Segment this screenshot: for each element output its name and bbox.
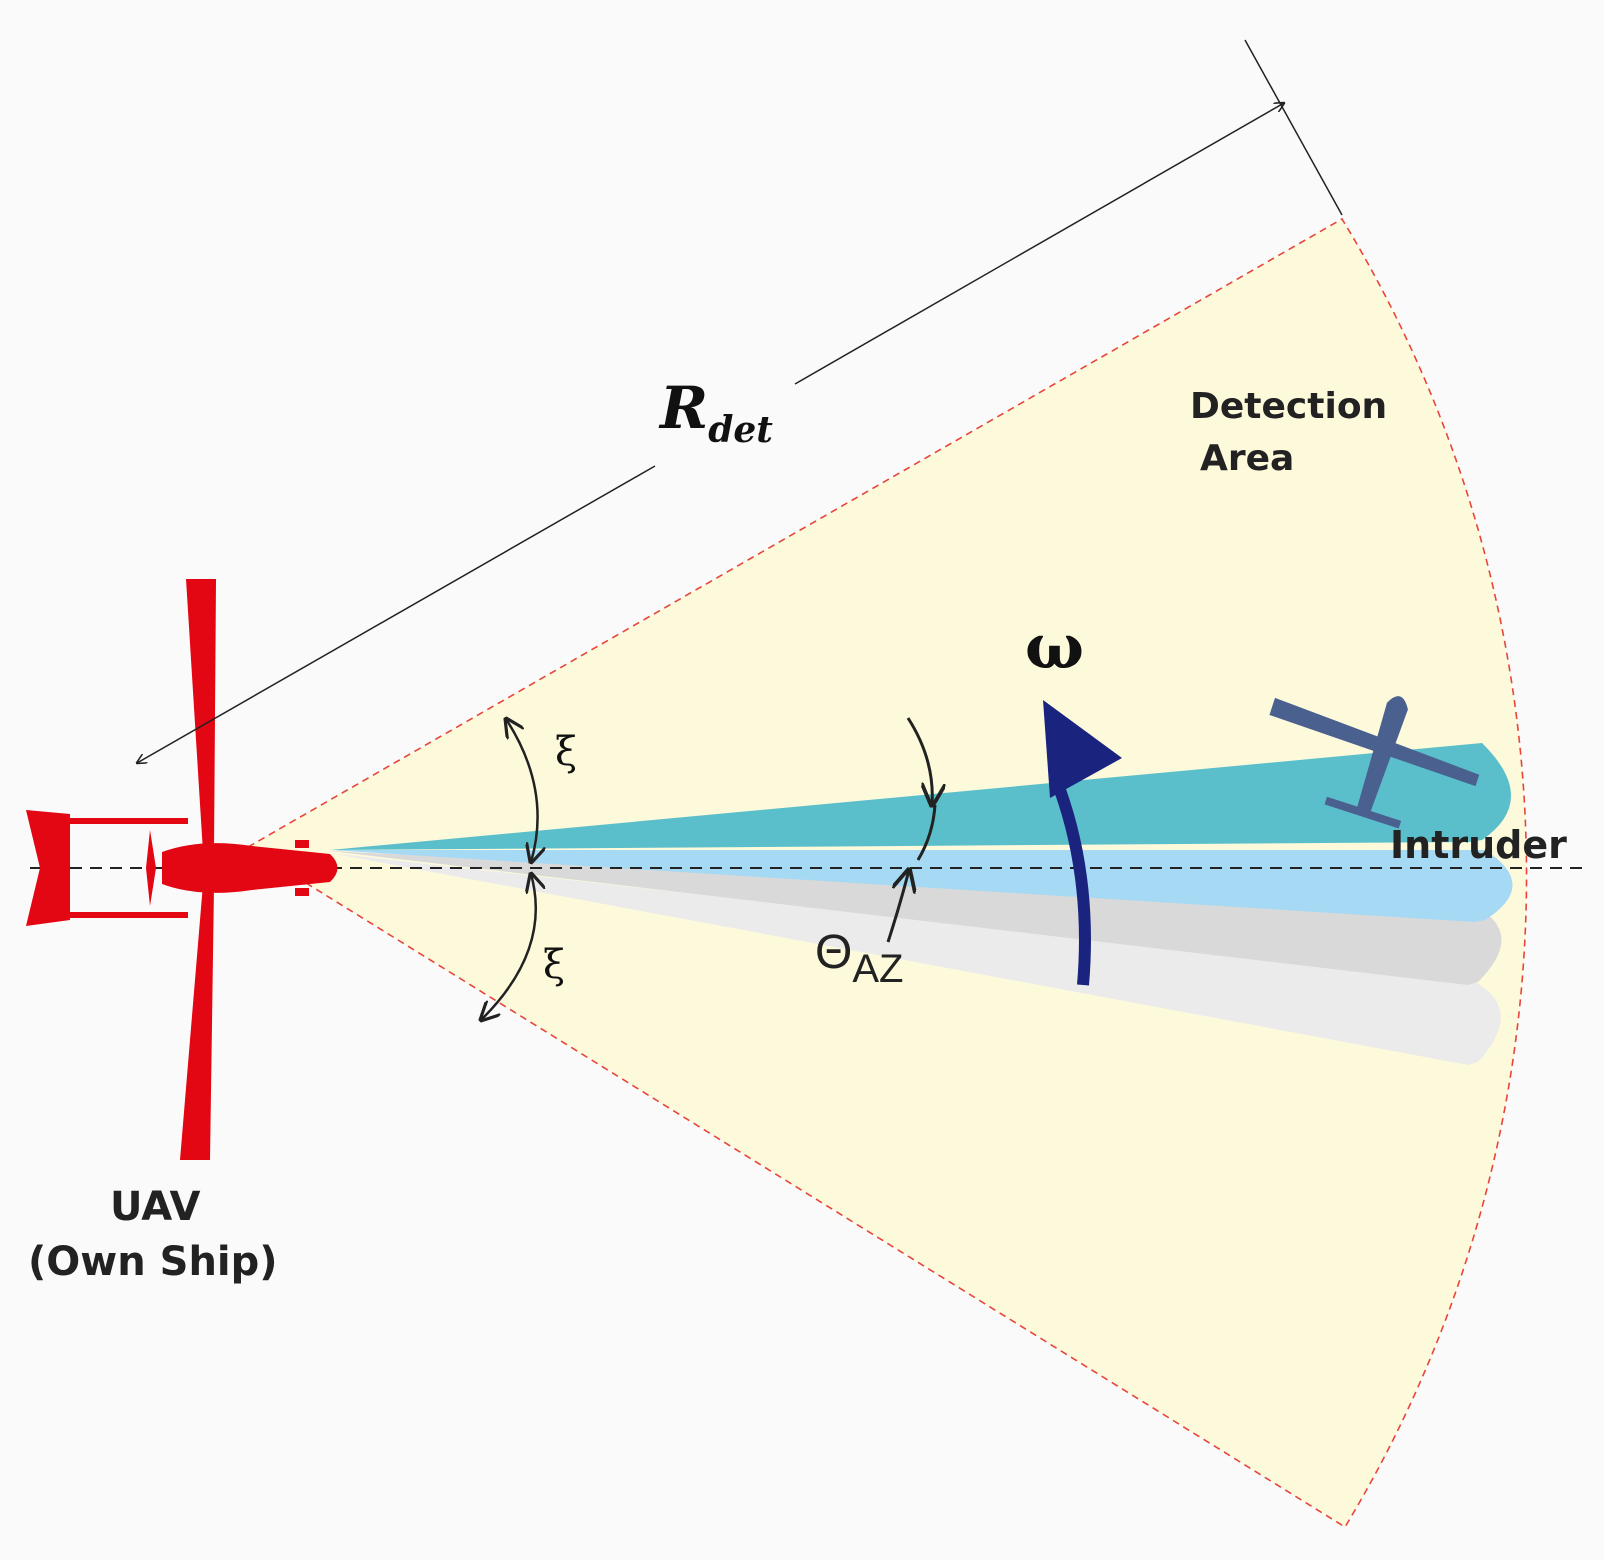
range-label: Rdet	[658, 374, 773, 451]
xi-half-angle-arcs	[481, 719, 538, 1020]
own-ship-uav-icon	[26, 579, 338, 1160]
detection-area-label-line2: Area	[1200, 438, 1294, 479]
omega-label: ω	[1025, 610, 1084, 683]
intruder-label: Intruder	[1390, 823, 1567, 867]
theta-az-angle-arrows	[886, 717, 935, 943]
beam-past-position-2	[330, 853, 1501, 1065]
uav-label-line2: (Own Ship)	[28, 1239, 278, 1285]
theta-az-label: ΘAZ	[815, 926, 903, 991]
xi-lower-label: ξ	[543, 942, 565, 988]
xi-upper-label: ξ	[555, 729, 577, 775]
intruder-aircraft-icon	[1269, 696, 1480, 829]
detection-area-label-line1: Detection	[1190, 386, 1387, 427]
rotation-arrow	[1043, 700, 1122, 986]
uav-label-line1: UAV	[110, 1184, 200, 1230]
detection-range-dimension	[137, 39, 1343, 763]
beam-past-position-1	[330, 851, 1502, 985]
